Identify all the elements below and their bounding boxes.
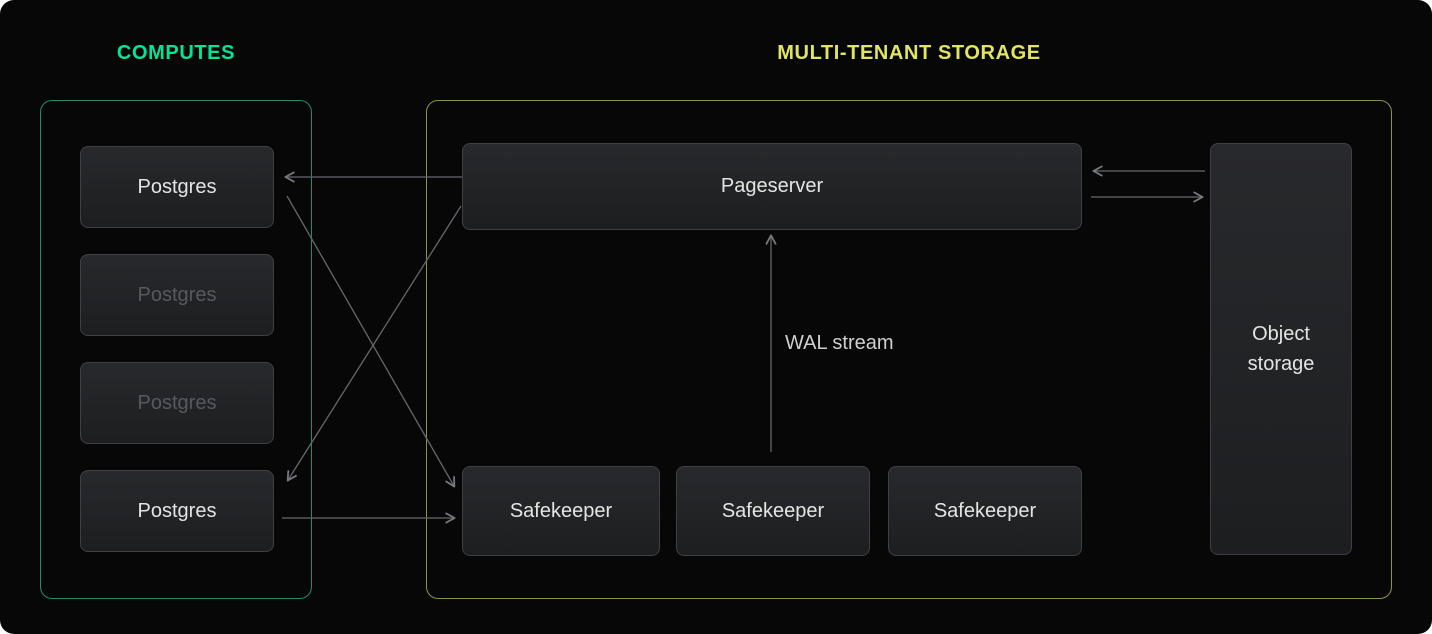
computes-title: COMPUTES bbox=[116, 42, 236, 64]
object-storage-node: Object storage bbox=[1210, 143, 1352, 555]
wal-stream-label: WAL stream bbox=[785, 332, 894, 354]
safekeeper-node-2: Safekeeper bbox=[676, 466, 870, 556]
postgres-node-1: Postgres bbox=[80, 146, 274, 228]
object-storage-label: Object storage bbox=[1247, 323, 1315, 375]
safekeeper-node-3: Safekeeper bbox=[888, 466, 1082, 556]
pageserver-node: Pageserver bbox=[462, 143, 1082, 230]
postgres-node-4: Postgres bbox=[80, 470, 274, 552]
postgres-node-2: Postgres bbox=[80, 254, 274, 336]
storage-title: MULTI-TENANT STORAGE bbox=[777, 42, 1041, 64]
safekeeper-node-1: Safekeeper bbox=[462, 466, 660, 556]
postgres-node-3: Postgres bbox=[80, 362, 274, 444]
